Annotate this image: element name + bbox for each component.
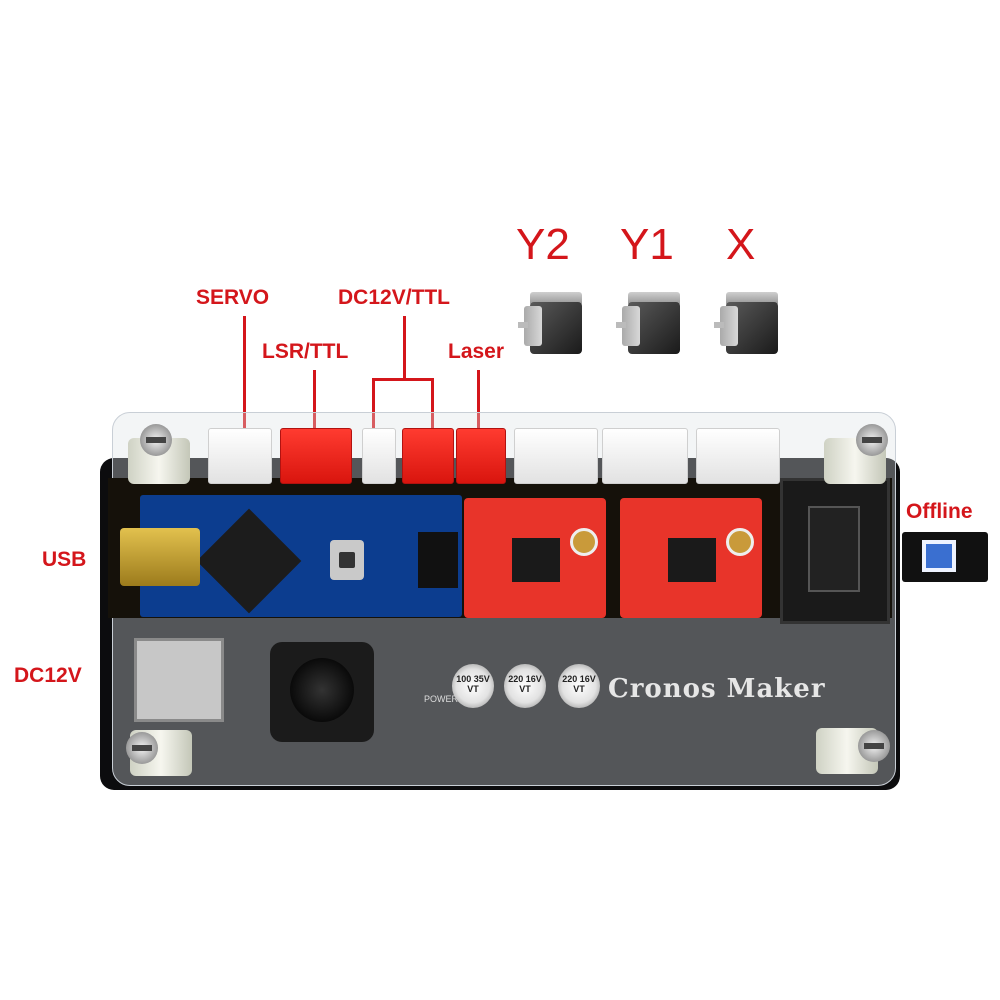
dc12v-ttl-callout-bar: [372, 378, 434, 381]
screw-top-left-icon: [140, 424, 172, 456]
dc12v-ttl-callout-left: [372, 378, 375, 434]
dc12v-ttl-callout-right: [431, 378, 434, 434]
lsr-ttl-label: LSR/TTL: [262, 340, 349, 363]
servo-callout-line: [243, 316, 246, 434]
capacitor-1: 100 35V VT: [452, 664, 494, 708]
header-pins: [418, 532, 458, 588]
usb-port: [120, 528, 200, 586]
laser-connector: [456, 428, 506, 484]
reset-button: [330, 540, 364, 580]
capacitor-3: 220 16V VT: [558, 664, 600, 708]
brand-logo-text: Cronos Maker: [608, 674, 826, 704]
laser-callout-line: [477, 370, 480, 434]
motor-x-label: X: [726, 220, 756, 269]
stepper-motor-y2: [518, 292, 584, 358]
ttl-connector: [402, 428, 454, 484]
usb-label: USB: [42, 548, 87, 571]
offline-header: [808, 506, 860, 592]
offline-controller-module: [902, 532, 988, 582]
laser-label: Laser: [448, 340, 505, 363]
stepper-driver-1: [464, 498, 606, 618]
capacitor-2: 220 16V VT: [504, 664, 546, 708]
y2-axis-connector: [514, 428, 598, 484]
dc12v-ttl-label: DC12V/TTL: [338, 286, 451, 309]
motor-y2-label: Y2: [516, 220, 570, 269]
servo-connector: [208, 428, 272, 484]
screw-bottom-left-icon: [126, 732, 158, 764]
offline-label: Offline: [906, 500, 973, 523]
stepper-driver-2: [620, 498, 762, 618]
stepper-motor-x: [714, 292, 780, 358]
dc12v-ttl-callout-stem: [403, 316, 406, 380]
stepper-motor-y1: [616, 292, 682, 358]
screw-bottom-right-icon: [858, 730, 890, 762]
dc-power-jack: [134, 638, 224, 722]
lsr-ttl-callout-line: [313, 370, 316, 434]
dc12v-connector: [362, 428, 396, 484]
x-axis-connector: [696, 428, 780, 484]
power-label: POWER: [424, 694, 459, 704]
lsr-ttl-connector: [280, 428, 352, 484]
y1-axis-connector: [602, 428, 688, 484]
dc12v-label: DC12V: [14, 664, 82, 687]
offline-screen-icon: [922, 540, 956, 572]
screw-top-right-icon: [856, 424, 888, 456]
motor-y1-label: Y1: [620, 220, 674, 269]
power-switch: [270, 642, 374, 742]
servo-label: SERVO: [196, 286, 270, 309]
